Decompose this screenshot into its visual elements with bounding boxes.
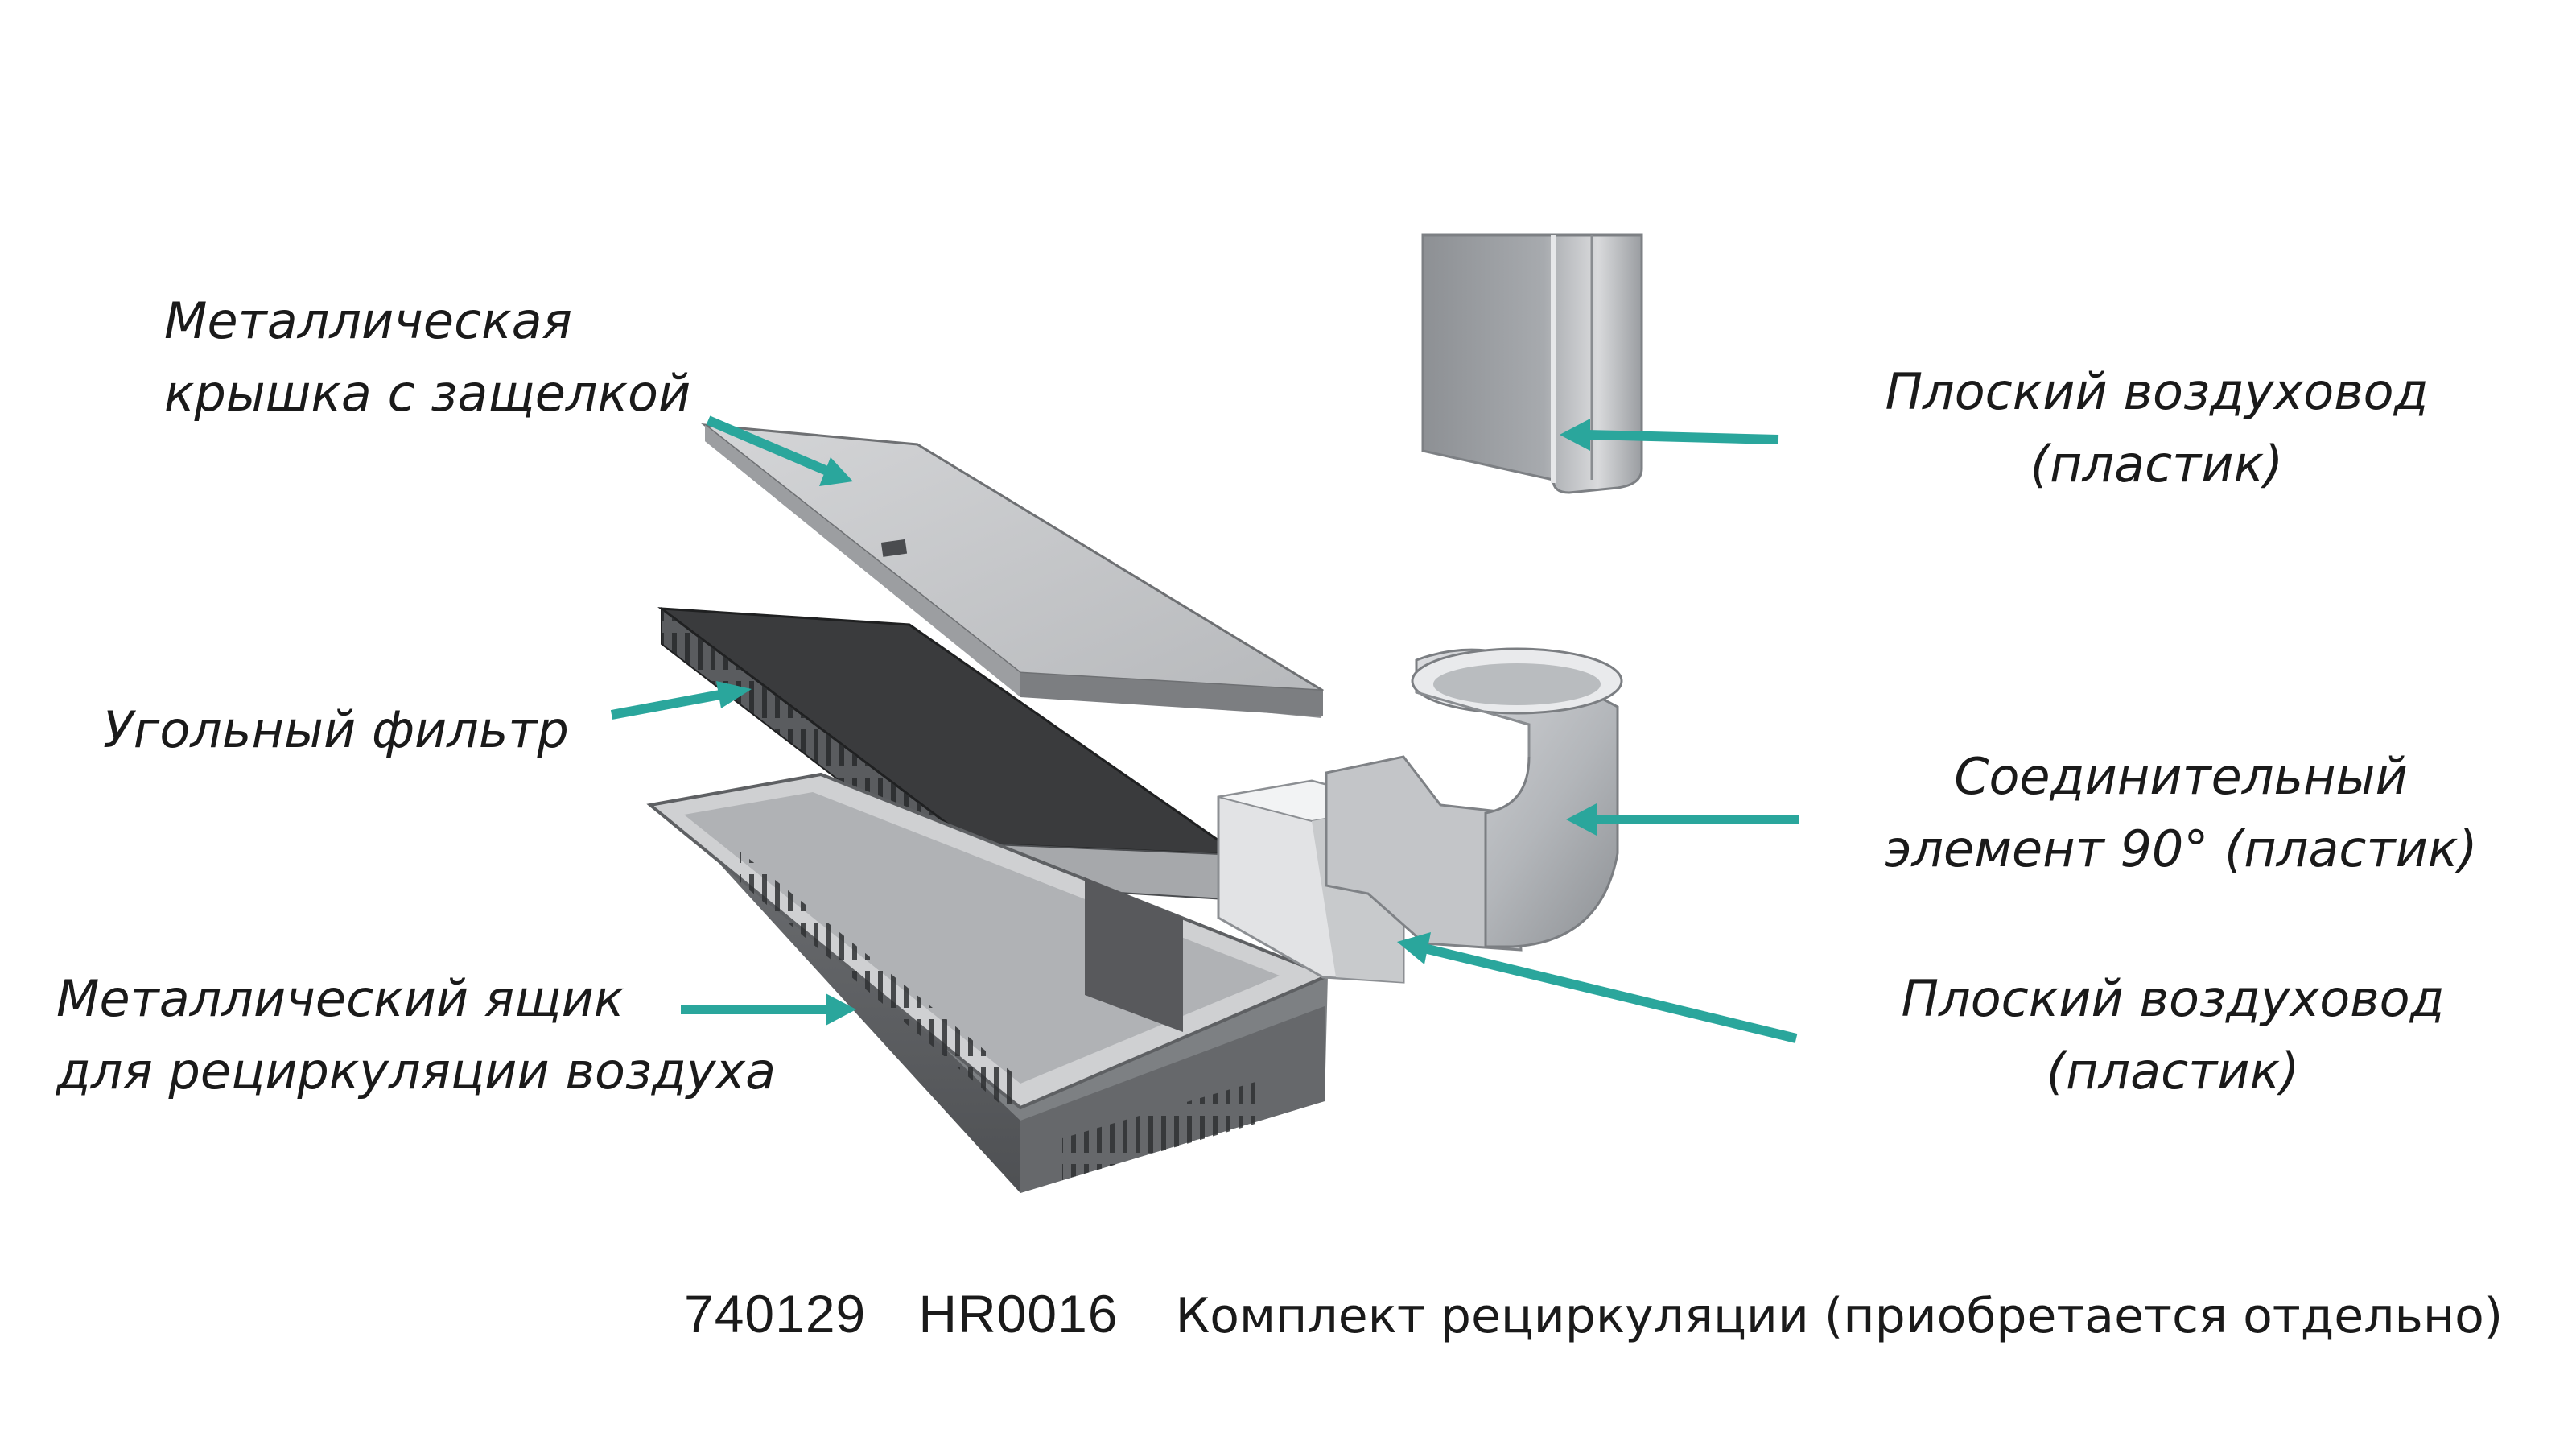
flat-duct-top <box>1421 233 1643 494</box>
label-filter: Угольный фильтр <box>103 694 569 766</box>
label-box-line1: Металлический ящик <box>56 969 624 1028</box>
caption-code-1: 740129 <box>684 1284 867 1344</box>
label-lid-line1: Металлическая <box>164 291 572 350</box>
label-box: Металлический ящик для рециркуляции возд… <box>56 963 776 1108</box>
label-lid: Металлическая крышка с защелкой <box>164 285 690 430</box>
duct-bottom-arrow <box>1397 932 1798 1043</box>
duct-top-arrow <box>1560 419 1779 451</box>
label-duct-top-line2: (пластик) <box>2030 435 2284 493</box>
product-caption: 740129 HR0016 Комплект рециркуляции (при… <box>684 1283 2503 1356</box>
label-duct-bottom-line1: Плоский воздуховод <box>1901 969 2445 1028</box>
elbow-connector-90 <box>1325 647 1623 952</box>
pointer-arrows <box>610 415 1799 1043</box>
label-duct-top-line1: Плоский воздуховод <box>1885 362 2429 421</box>
label-duct-top: Плоский воздуховод (пластик) <box>1835 356 2479 501</box>
box-arrow <box>681 993 856 1026</box>
metal-lid <box>701 423 1324 718</box>
caption-code-2: HR0016 <box>918 1284 1119 1344</box>
elbow-arrow <box>1566 803 1799 836</box>
label-lid-line2: крышка с защелкой <box>164 364 691 423</box>
label-box-line2: для рециркуляции воздуха <box>56 1042 777 1100</box>
label-connector-line1: Соединительный <box>1954 747 2408 806</box>
label-duct-bottom-line2: (пластик) <box>2046 1042 2300 1100</box>
label-duct-bottom: Плоский воздуховод (пластик) <box>1851 963 2495 1108</box>
recirculation-box <box>646 772 1333 1193</box>
label-connector: Соединительный элемент 90° (пластик) <box>1827 741 2535 886</box>
filter-arrow <box>610 681 752 720</box>
label-filter-line1: Угольный фильтр <box>103 700 569 759</box>
label-connector-line2: элемент 90° (пластик) <box>1884 819 2478 878</box>
lid-arrow <box>706 415 853 486</box>
caption-text: Комплект рециркуляции (приобретается отд… <box>1175 1288 2504 1344</box>
